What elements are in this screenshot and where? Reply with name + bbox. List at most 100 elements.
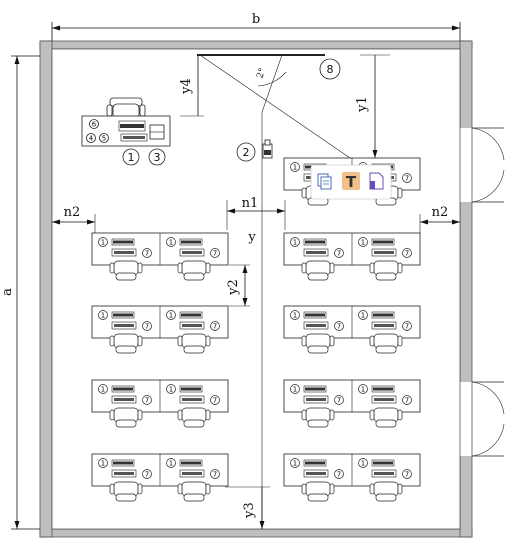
dimension-y3: y3 [225,486,270,529]
dimension-height: a [0,55,40,530]
chair [177,333,211,354]
callout-7: 7 [405,323,409,331]
workstation: 17 [358,237,412,281]
label-angle: 2° [255,67,268,80]
callout-5: 5 [102,135,106,143]
label-y2: y2 [226,279,241,296]
workstation: 17 [98,384,152,428]
workstation: 17 [290,384,344,428]
text-tool-glyph: T [346,173,357,191]
label-y3: y3 [242,502,257,519]
label-n2-left: n2 [64,205,81,220]
callout-1: 1 [361,239,365,247]
label-n1: n1 [242,196,259,211]
chair [109,407,143,428]
callout-1: 1 [361,460,365,468]
label-width: b [252,12,260,27]
workstation: 17 [358,458,412,502]
door-upper [471,127,505,203]
chair [109,333,143,354]
label-height: a [0,288,15,296]
label-aisle: y [247,230,256,245]
callout-3: 3 [154,151,161,164]
callout-1: 1 [293,386,297,394]
callout-1: 1 [293,239,297,247]
text-tool-icon[interactable]: T [342,172,360,191]
callout-1-teacher: 1 [128,151,135,164]
callout-1: 1 [361,312,365,320]
floating-toolbar: T [310,164,392,200]
callout-7: 7 [145,250,149,258]
callout-7: 7 [337,323,341,331]
callout-1: 1 [169,460,173,468]
callout-1: 1 [101,386,105,394]
workstation: 17 [166,458,220,502]
callout-1: 1 [169,239,173,247]
callout-8-marker: 8 [319,58,341,80]
projector-device: 2 [236,139,273,162]
dimension-width: b [51,12,461,41]
dimension-n2-left: n2 [52,205,96,234]
callout-7: 7 [405,250,409,258]
callout-8: 8 [327,63,334,76]
chair [177,260,211,281]
workstation: 17 [290,237,344,281]
chair [177,481,211,502]
callout-1: 1 [293,164,297,172]
dimension-y2: y2 [226,264,250,307]
chair [369,481,403,502]
label-y4: y4 [179,78,194,95]
workstation: 17 [290,458,344,502]
callout-7: 7 [145,397,149,405]
chair [109,260,143,281]
callout-1: 1 [101,460,105,468]
dimension-y1: y1 [355,54,390,158]
dimension-y4: y4 [179,55,204,117]
callout-7: 7 [145,471,149,479]
chair [301,481,335,502]
callout-7: 7 [213,471,217,479]
door-lower [471,381,505,457]
workstation: 17 [98,237,152,281]
workstation: 17 [358,310,412,354]
chair [369,333,403,354]
copy-icon[interactable] [317,173,332,190]
callout-7: 7 [213,250,217,258]
chair [301,407,335,428]
callout-1: 1 [169,312,173,320]
callout-1: 1 [169,386,173,394]
dimension-n2-right: n2 [419,205,460,234]
chair [301,333,335,354]
file-icon[interactable] [369,172,384,190]
teacher-desk: 6 4 5 1 3 [81,97,171,166]
callout-7: 7 [213,397,217,405]
callout-6: 6 [92,121,97,129]
chair [301,260,335,281]
teacher-chair [106,97,146,119]
chair [109,481,143,502]
callout-7: 7 [337,250,341,258]
callout-7: 7 [213,323,217,331]
callout-1: 1 [101,239,105,247]
label-y1: y1 [355,96,370,113]
chair [369,260,403,281]
callout-7: 7 [337,471,341,479]
chair [177,407,211,428]
callout-1: 1 [293,460,297,468]
callout-7: 7 [405,175,409,183]
callout-7: 7 [145,323,149,331]
callout-7: 7 [405,397,409,405]
callout-1: 1 [101,312,105,320]
workstation: 17 [358,384,412,428]
workstation: 17 [166,310,220,354]
callout-7: 7 [405,471,409,479]
workstation: 17 [98,310,152,354]
callout-4: 4 [89,135,94,143]
chair [369,407,403,428]
viewing-angle: 2° [199,54,351,159]
